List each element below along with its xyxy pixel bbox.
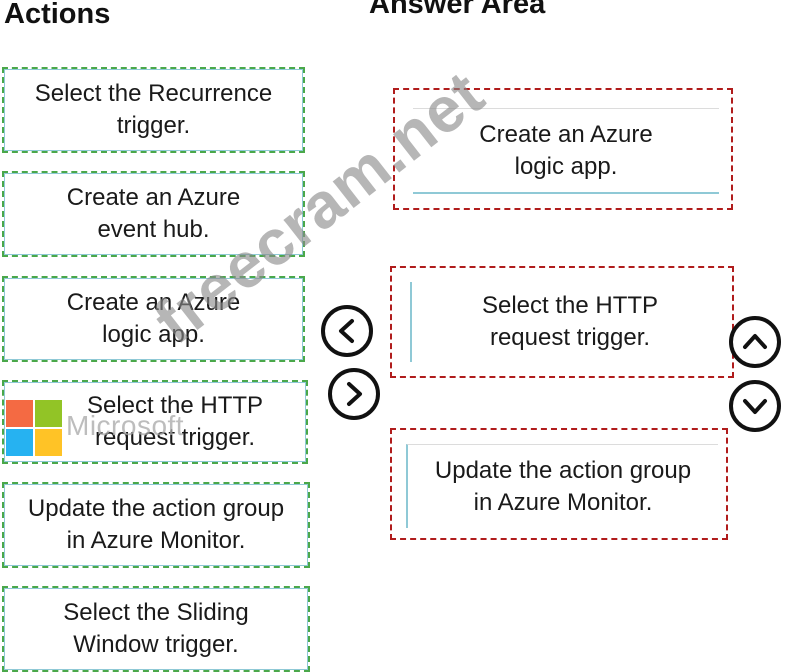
answer-area-heading: Answer Area (369, 0, 546, 20)
action-item-label: Create an Azure logic app. (66, 289, 241, 348)
answer-item-update-action-group[interactable]: Update the action group in Azure Monitor… (406, 444, 718, 528)
action-item-label: Create an Azure event hub. (66, 184, 241, 243)
answer-item-label: Select the HTTP request trigger. (481, 292, 659, 351)
right-arrow-icon (347, 382, 362, 406)
left-arrow-icon (339, 319, 354, 343)
action-item-label: Update the action group in Azure Monitor… (27, 495, 285, 554)
action-item-update-action-group[interactable]: Update the action group in Azure Monitor… (2, 482, 310, 568)
logo-blue-square (6, 429, 33, 456)
action-item-recurrence-trigger[interactable]: Select the Recurrence trigger. (2, 67, 305, 153)
move-up-button[interactable] (729, 316, 781, 368)
action-item-http-request-trigger[interactable]: Select the HTTP request trigger. (2, 380, 308, 464)
logo-green-square (35, 400, 62, 427)
answer-item-label: Update the action group in Azure Monitor… (434, 456, 692, 516)
logo-yellow-square (35, 429, 62, 456)
answer-slot-2[interactable]: Select the HTTP request trigger. (390, 266, 734, 378)
answer-slot-1[interactable]: Create an Azure logic app. (393, 88, 733, 210)
action-item-label: Select the Sliding Window trigger. (63, 599, 249, 658)
answer-item-create-logic-app[interactable]: Create an Azure logic app. (413, 108, 719, 194)
move-down-button[interactable] (729, 380, 781, 432)
up-arrow-icon (743, 334, 767, 349)
move-right-button[interactable] (328, 368, 380, 420)
action-item-create-event-hub[interactable]: Create an Azure event hub. (2, 171, 305, 257)
action-item-label: Select the HTTP request trigger. (86, 392, 264, 451)
answer-item-label: Create an Azure logic app. (479, 120, 653, 180)
down-arrow-icon (743, 399, 767, 414)
action-item-create-logic-app[interactable]: Create an Azure logic app. (2, 276, 305, 362)
action-item-sliding-window-trigger[interactable]: Select the Sliding Window trigger. (2, 586, 310, 672)
microsoft-logo (6, 400, 62, 456)
move-left-button[interactable] (321, 305, 373, 357)
microsoft-logo-text: Microsoft (66, 410, 185, 441)
action-item-label: Select the Recurrence trigger. (34, 80, 273, 139)
answer-slot-3[interactable]: Update the action group in Azure Monitor… (390, 428, 728, 540)
logo-red-square (6, 400, 33, 427)
actions-heading: Actions (4, 0, 111, 30)
answer-item-http-request-trigger[interactable]: Select the HTTP request trigger. (410, 282, 728, 362)
